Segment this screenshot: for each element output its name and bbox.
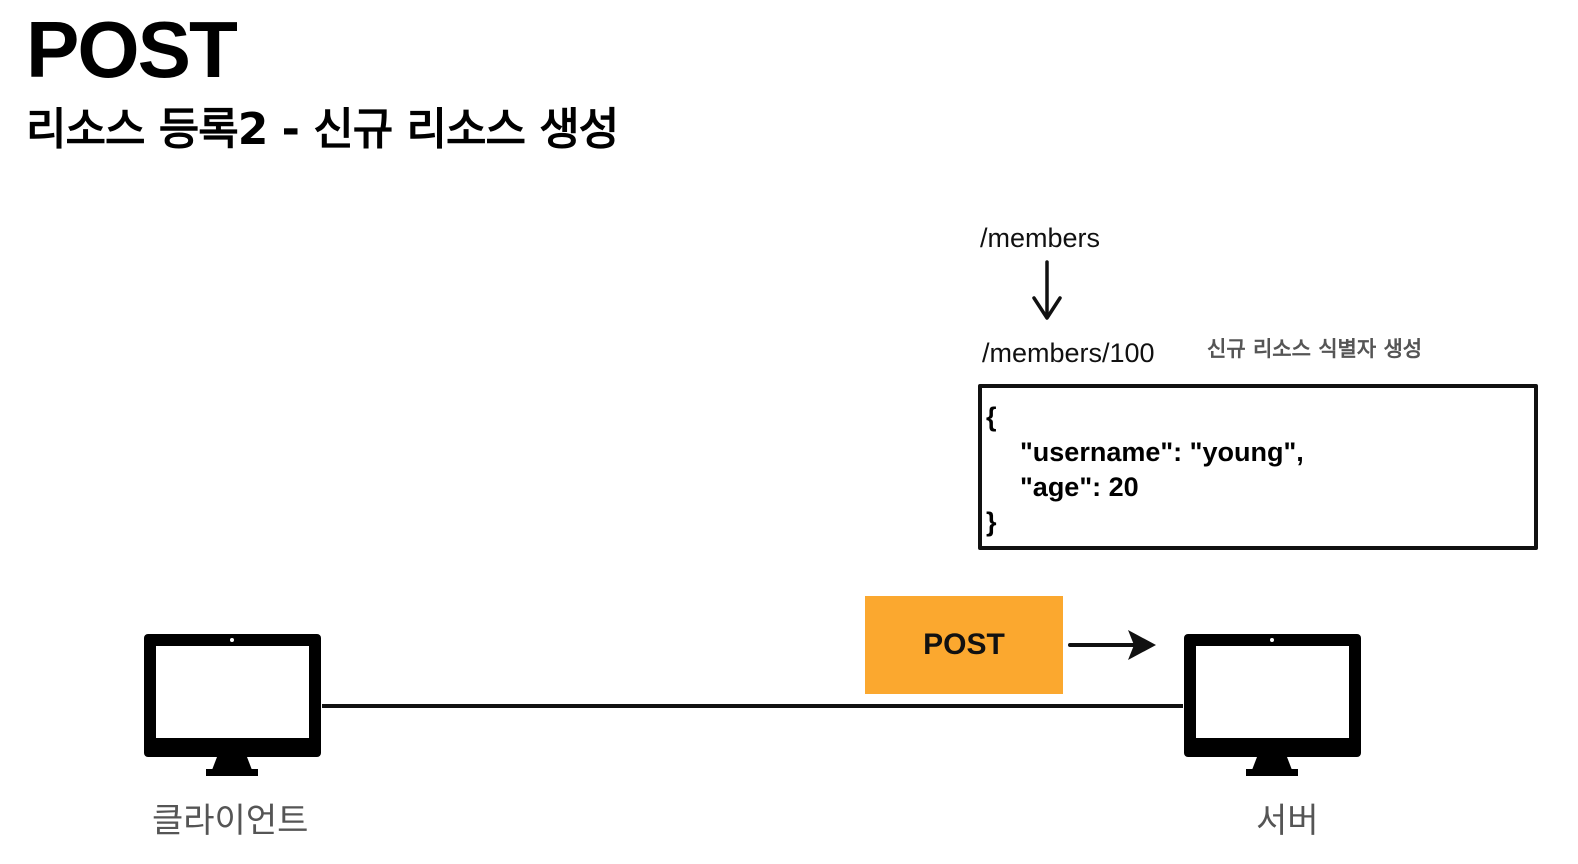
identifier-note: 신규 리소스 식별자 생성 [1207,337,1423,361]
server-label: 서버 [1256,801,1319,841]
down-arrow-icon [1032,260,1062,320]
client-label: 클라이언트 [152,801,309,841]
client-monitor-icon [144,634,321,776]
request-path: /members [980,223,1101,253]
page-title: POST [26,5,238,94]
post-method-badge: POST [865,596,1063,694]
json-open-brace: { [986,402,997,432]
right-arrow-icon [1068,630,1156,660]
post-method-label: POST [923,628,1005,661]
json-age-line: "age": 20 [1020,472,1139,502]
server-monitor-icon [1184,634,1361,776]
page-subtitle: 리소스 등록2 - 신규 리소스 생성 [26,104,619,155]
json-username-line: "username": "young", [1020,437,1304,467]
json-close-brace: } [986,507,997,537]
json-body-box [978,384,1538,550]
created-path: /members/100 [982,338,1155,368]
